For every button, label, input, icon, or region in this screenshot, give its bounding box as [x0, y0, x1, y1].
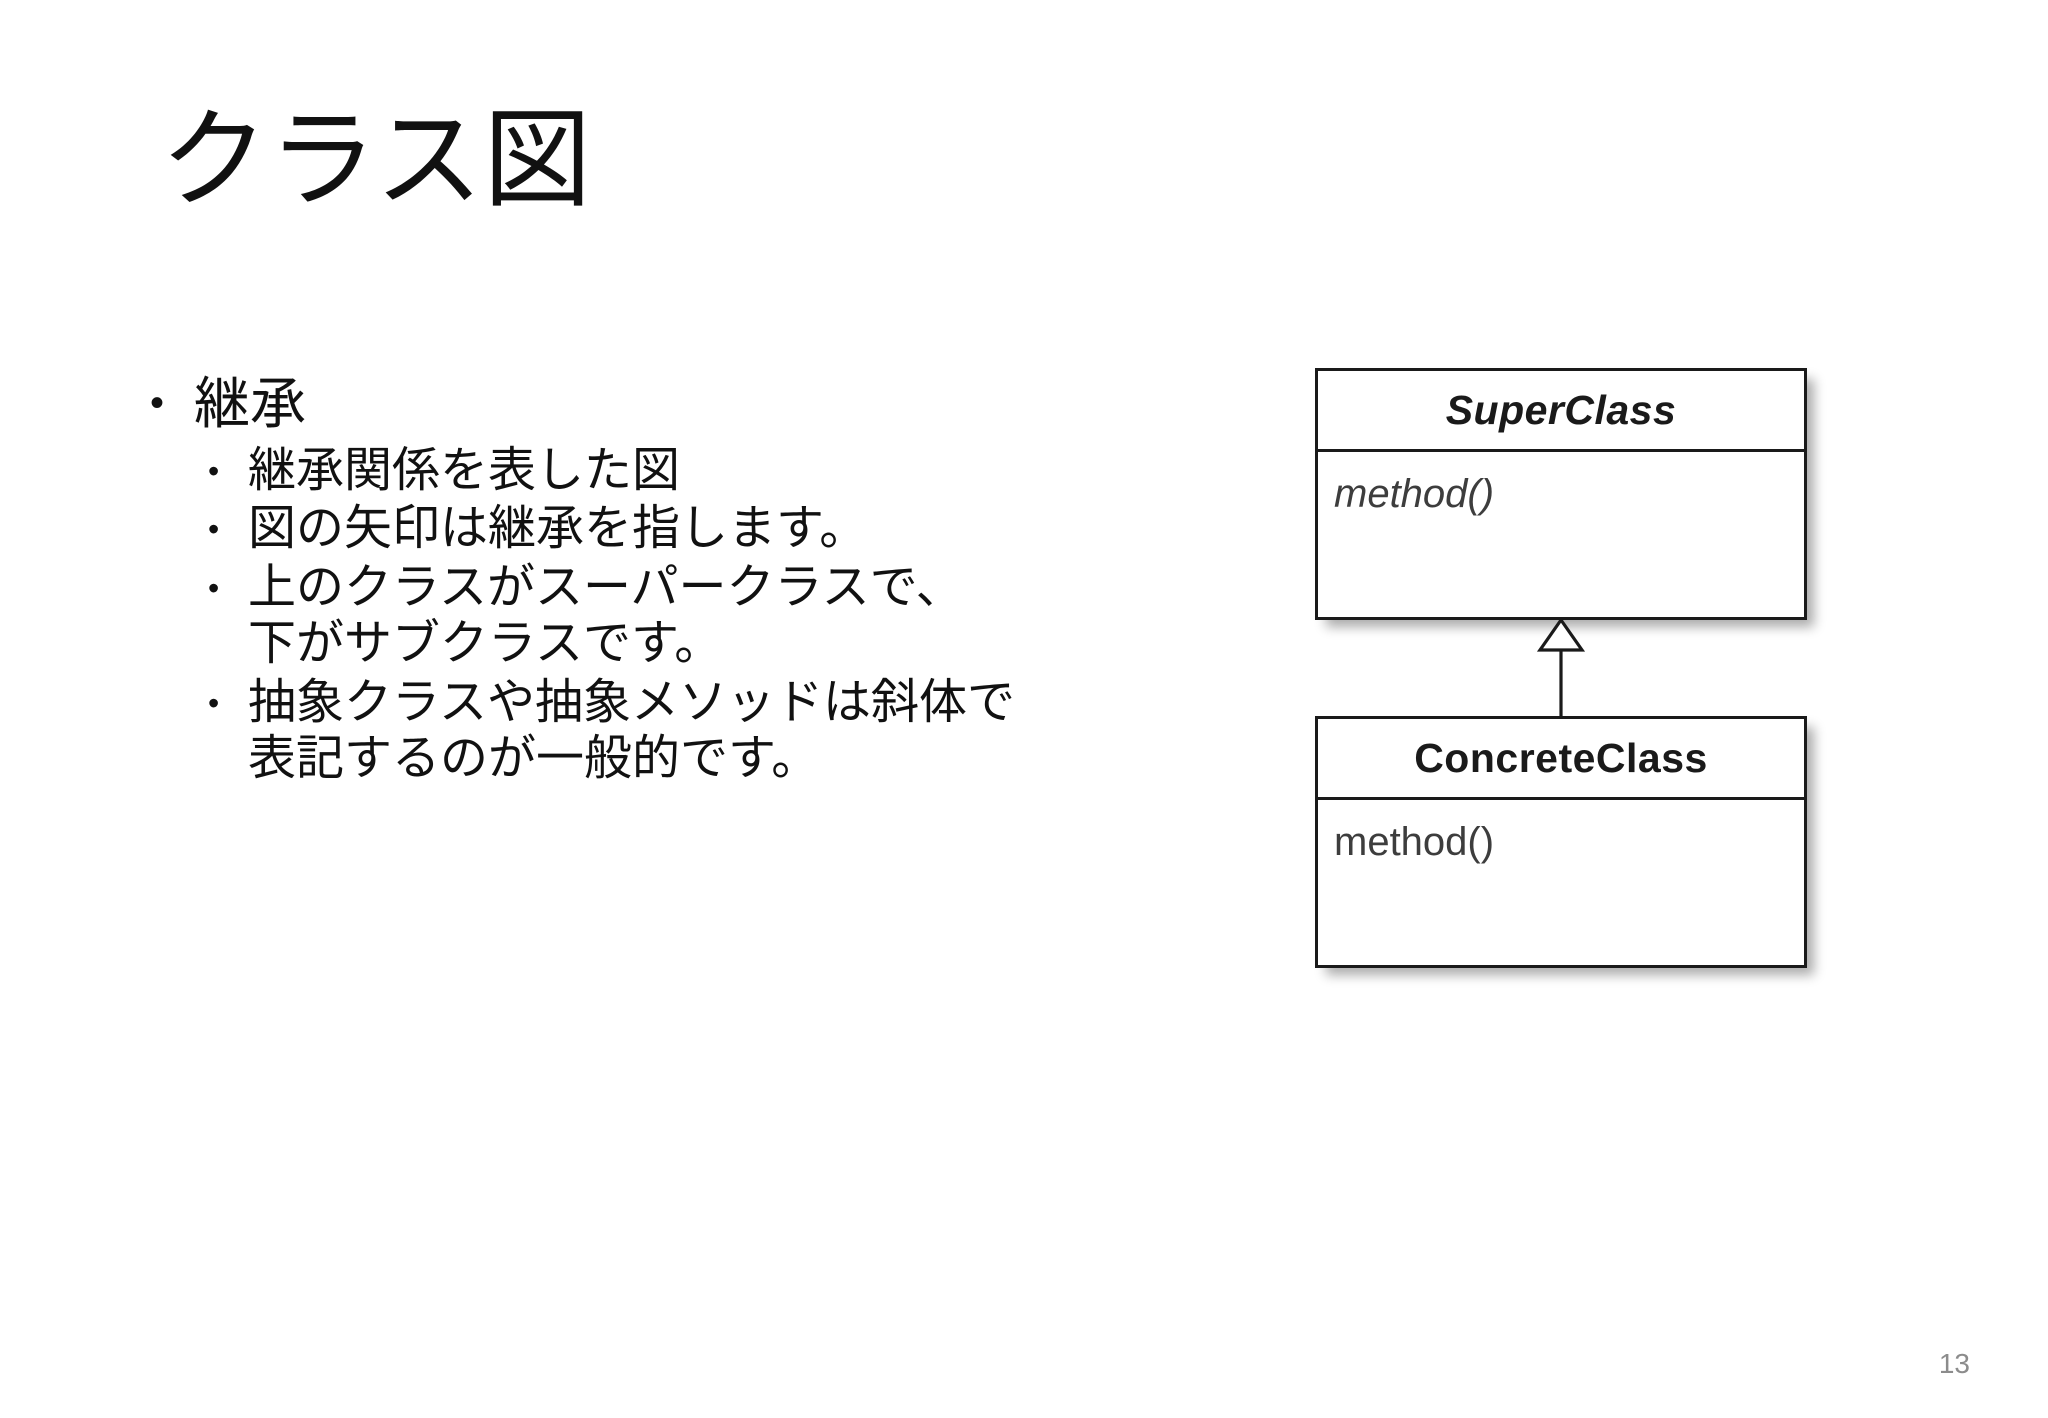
bullet-level2-label: 上のクラスがスーパークラスで、 下がサブクラスです。	[248, 560, 964, 671]
page-number: 13	[1938, 1348, 1970, 1379]
bullet-level2-item: • 継承関係を表した図	[208, 443, 1180, 499]
bullet-level2-label: 抽象クラスや抽象メソッドは斜体で 表記するのが一般的です。	[248, 675, 1016, 785]
uml-class-member-superclass: method()	[1334, 472, 1495, 516]
uml-class-name-superclass: SuperClass	[1318, 371, 1804, 452]
bullet-level2-item: • 図の矢印は継承を指します。	[208, 501, 1180, 557]
bullet-marker-icon: •	[208, 452, 220, 489]
uml-class-box-superclass: SuperClass method()	[1315, 368, 1807, 620]
generalization-arrow-icon	[1536, 618, 1586, 718]
uml-class-name-concreteclass: ConcreteClass	[1318, 719, 1804, 800]
bullet-level2-list: • 継承関係を表した図 • 図の矢印は継承を指します。 • 上のクラスがスーパー…	[208, 443, 1180, 787]
bullet-level2-label: 継承関係を表した図	[248, 443, 681, 497]
bullet-level1-item: • 継承	[150, 372, 1180, 437]
bullet-level2-item: • 抽象クラスや抽象メソッドは斜体で 表記するのが一般的です。	[208, 675, 1180, 788]
body-bullet-list: • 継承 • 継承関係を表した図 • 図の矢印は継承を指します。 • 上のクラス…	[150, 372, 1180, 789]
bullet-level2-item: • 上のクラスがスーパークラスで、 下がサブクラスです。	[208, 560, 1180, 673]
uml-class-diagram: SuperClass method() ConcreteClass method…	[1315, 368, 1825, 968]
page-title: クラス図	[160, 99, 592, 220]
uml-class-box-concreteclass: ConcreteClass method()	[1315, 716, 1807, 968]
bullet-marker-icon: •	[208, 684, 220, 721]
bullet-marker-icon: •	[208, 511, 220, 548]
bullet-marker-icon: •	[150, 381, 165, 425]
bullet-level2-label: 図の矢印は継承を指します。	[248, 502, 868, 556]
uml-class-member-concreteclass: method()	[1334, 820, 1495, 864]
bullet-marker-icon: •	[208, 569, 220, 606]
bullet-level1-label: 継承	[194, 372, 306, 435]
